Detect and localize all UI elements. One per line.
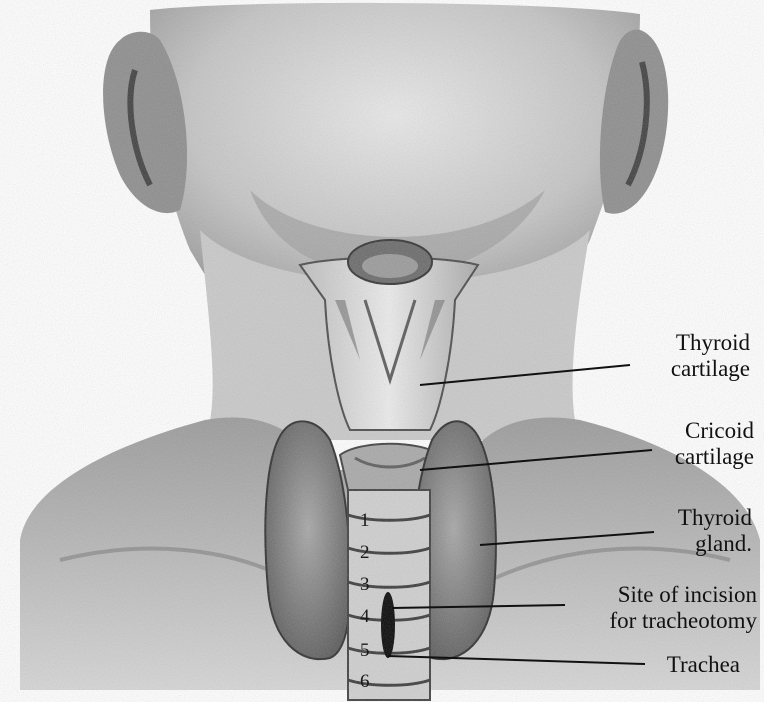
label-thyroid-cartilage-line1: Thyroid (620, 330, 750, 356)
label-trachea: Trachea (630, 652, 740, 678)
label-thyroid-gland-line2: gland. (630, 531, 752, 557)
ring-number-2: 2 (360, 542, 370, 564)
ring-number-1: 1 (360, 510, 370, 532)
label-thyroid-gland: Thyroid gland. (630, 505, 752, 557)
ring-number-6: 6 (360, 671, 370, 693)
label-cricoid-cartilage: Cricoid cartilage (630, 418, 754, 470)
label-thyroid-cartilage-line2: cartilage (620, 356, 750, 382)
ring-number-5: 5 (360, 640, 370, 662)
label-cricoid-cartilage-line2: cartilage (630, 444, 754, 470)
label-thyroid-gland-line1: Thyroid (630, 505, 752, 531)
label-incision-site: Site of incision for tracheotomy (565, 582, 757, 634)
label-thyroid-cartilage: Thyroid cartilage (620, 330, 750, 382)
label-cricoid-cartilage-line1: Cricoid (630, 418, 754, 444)
ring-number-4: 4 (360, 606, 370, 628)
label-incision-line2: for tracheotomy (565, 608, 757, 634)
ring-number-3: 3 (360, 574, 370, 596)
label-incision-line1: Site of incision (565, 582, 757, 608)
